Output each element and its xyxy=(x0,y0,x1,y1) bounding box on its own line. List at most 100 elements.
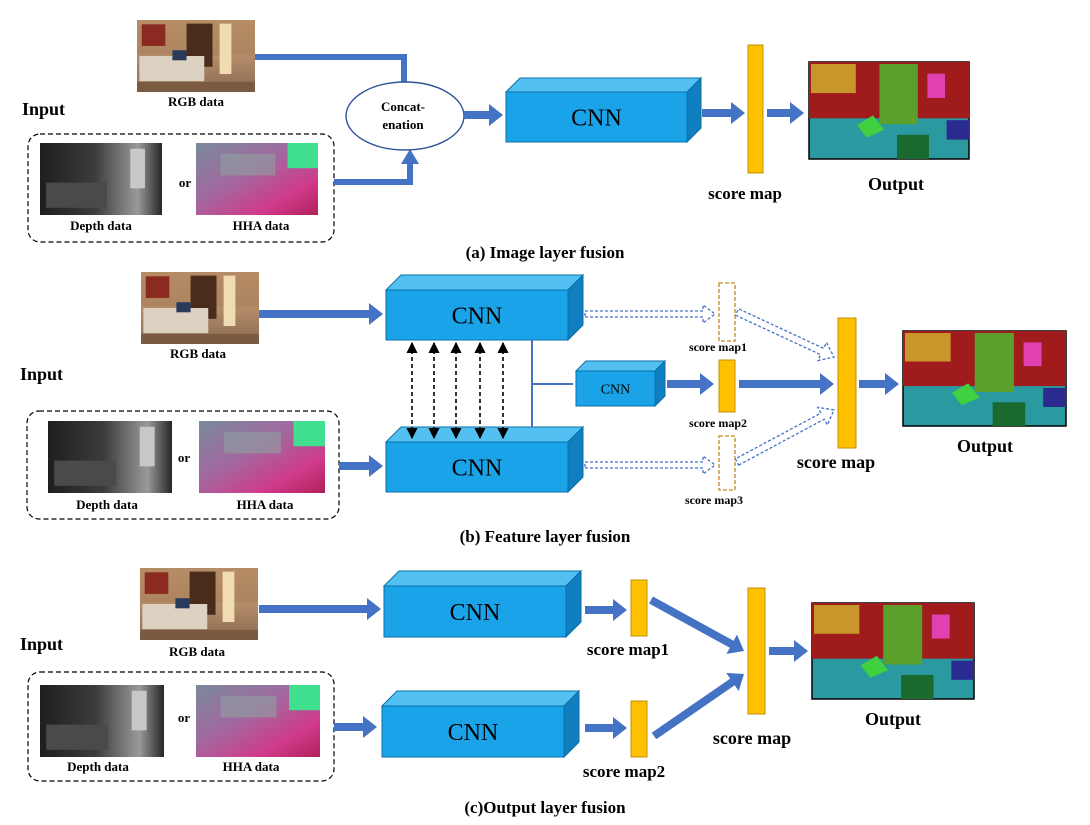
c-depth-image-sofa xyxy=(46,724,109,750)
b-score-map3 xyxy=(718,435,736,491)
b-rgb-image-sofa xyxy=(143,308,209,334)
a-input-label: Input xyxy=(22,99,65,119)
a-output-image-painting xyxy=(811,64,856,94)
c-rgb-image xyxy=(140,568,258,640)
c-cnn-top-to-score1 xyxy=(585,599,627,621)
a-hha-image-wall xyxy=(220,153,276,176)
b-score-map xyxy=(837,317,857,449)
c-output-image-door xyxy=(931,614,950,639)
a-cnn-block-front xyxy=(505,91,688,143)
c-rgb-image-sofa xyxy=(142,604,208,630)
b-output-label: Output xyxy=(957,436,1013,456)
a-concat-node xyxy=(345,81,465,151)
b-output-image-door xyxy=(1023,342,1042,367)
b-caption: (b) Feature layer fusion xyxy=(460,527,631,546)
a-depth-image-window xyxy=(130,148,145,189)
b-small-cnn-to-score2 xyxy=(667,373,714,395)
a-depth-image xyxy=(40,143,162,215)
c-hha-image-patch xyxy=(289,685,320,711)
b-cnn-top-block-top xyxy=(384,274,585,291)
a-rgb-label: RGB data xyxy=(168,94,224,109)
c-score-map xyxy=(747,587,766,715)
a-rgb-image xyxy=(137,20,255,92)
b-cnn-bottom-block: CNN xyxy=(384,425,585,494)
a-output-image-pillow xyxy=(857,115,885,138)
b-depth-image-window xyxy=(139,426,155,467)
b-depth-label: Depth data xyxy=(76,497,138,512)
c-caption: (c)Output layer fusion xyxy=(464,798,626,817)
a-concat-to-cnn xyxy=(464,104,503,126)
b-small-cnn-block: CNN xyxy=(574,359,667,408)
c-cnn-bottom-block: CNN xyxy=(380,689,581,759)
c-output-image-pillow xyxy=(860,655,889,678)
a-hha-image xyxy=(196,143,318,215)
b-input-label: Input xyxy=(20,364,63,384)
c-output-image-chair xyxy=(951,660,974,680)
c-rgb-to-cnn xyxy=(259,598,381,620)
b-score-label: score map xyxy=(797,452,875,472)
c-output-image-bookshelf xyxy=(883,605,923,665)
a-depth-arrow-head xyxy=(401,149,419,164)
b-score1-to-score xyxy=(734,307,835,362)
b-score-map2 xyxy=(718,359,736,413)
b-output-image-rug xyxy=(992,402,1026,426)
b-rgb-to-cnn xyxy=(259,303,383,325)
b-hha-image-patch xyxy=(293,421,325,447)
c-hha-image xyxy=(196,685,320,757)
a-hha-label: HHA data xyxy=(233,218,290,233)
a-depth-group xyxy=(27,133,335,243)
c-depth-to-cnn xyxy=(334,716,377,738)
b-cnn-top-block: CNN xyxy=(384,273,585,342)
a-rgb-image-painting xyxy=(141,24,166,46)
c-cnn-bottom-block-top xyxy=(380,690,581,707)
c-score-map2 xyxy=(630,700,648,758)
a-output-image-door xyxy=(927,73,945,98)
a-depth-label: Depth data xyxy=(70,218,132,233)
a-score-to-output xyxy=(767,102,804,124)
b-cnn-top-block-label: CNN xyxy=(452,304,503,330)
a-cnn-block-top xyxy=(504,77,703,93)
c-rgb-image-pillow xyxy=(175,598,190,609)
c-rgb-image-door xyxy=(222,571,235,622)
a-cnn-to-score xyxy=(702,102,745,124)
a-caption: (a) Image layer fusion xyxy=(466,243,625,262)
a-or-label: or xyxy=(179,175,192,190)
c-rgb-label: RGB data xyxy=(169,644,225,659)
c-depth-image xyxy=(40,685,164,757)
b-hha-image-wall xyxy=(224,431,281,454)
c-rgb-image-painting xyxy=(144,572,169,594)
c-output-image-painting xyxy=(814,605,860,634)
b-depth-image-sofa xyxy=(54,460,117,486)
b-cnn-bottom-block-label: CNN xyxy=(452,456,503,482)
c-input-label: Input xyxy=(20,634,63,654)
b-rgb-image xyxy=(141,272,259,344)
a-cnn-block-label: CNN xyxy=(571,106,622,132)
b-output-image-painting xyxy=(905,333,951,362)
b-rgb-image-door xyxy=(223,275,236,326)
a-rgb-image-door xyxy=(219,23,232,75)
c-cnn-top-block-top xyxy=(382,570,583,587)
b-score-map1-label: score map1 xyxy=(689,340,747,354)
c-cnn-top-block-front xyxy=(383,585,567,638)
c-depth-group xyxy=(27,671,335,782)
b-rgb-image-painting xyxy=(145,276,170,298)
c-score-map2-label: score map2 xyxy=(583,762,665,781)
c-hha-image-wall xyxy=(220,695,277,718)
b-hha-label: HHA data xyxy=(237,497,294,512)
c-output-label: Output xyxy=(865,709,921,729)
a-rgb-image-floor xyxy=(137,81,255,92)
c-cnn-top-block: CNN xyxy=(382,569,583,639)
a-score-label: score map xyxy=(708,184,782,203)
b-output-image-pillow xyxy=(951,383,980,406)
a-concat-label-2: enation xyxy=(382,117,424,132)
b-score3-to-score xyxy=(734,406,835,466)
b-rgb-label: RGB data xyxy=(170,346,226,361)
b-hha-image xyxy=(199,421,325,493)
c-cnn-bottom-to-score2 xyxy=(585,717,627,739)
b-cnn-bottom-block-front xyxy=(385,441,569,493)
c-score-label: score map xyxy=(713,728,791,748)
b-depth-to-cnn xyxy=(339,455,383,477)
a-rgb-image-pillow xyxy=(172,50,187,61)
